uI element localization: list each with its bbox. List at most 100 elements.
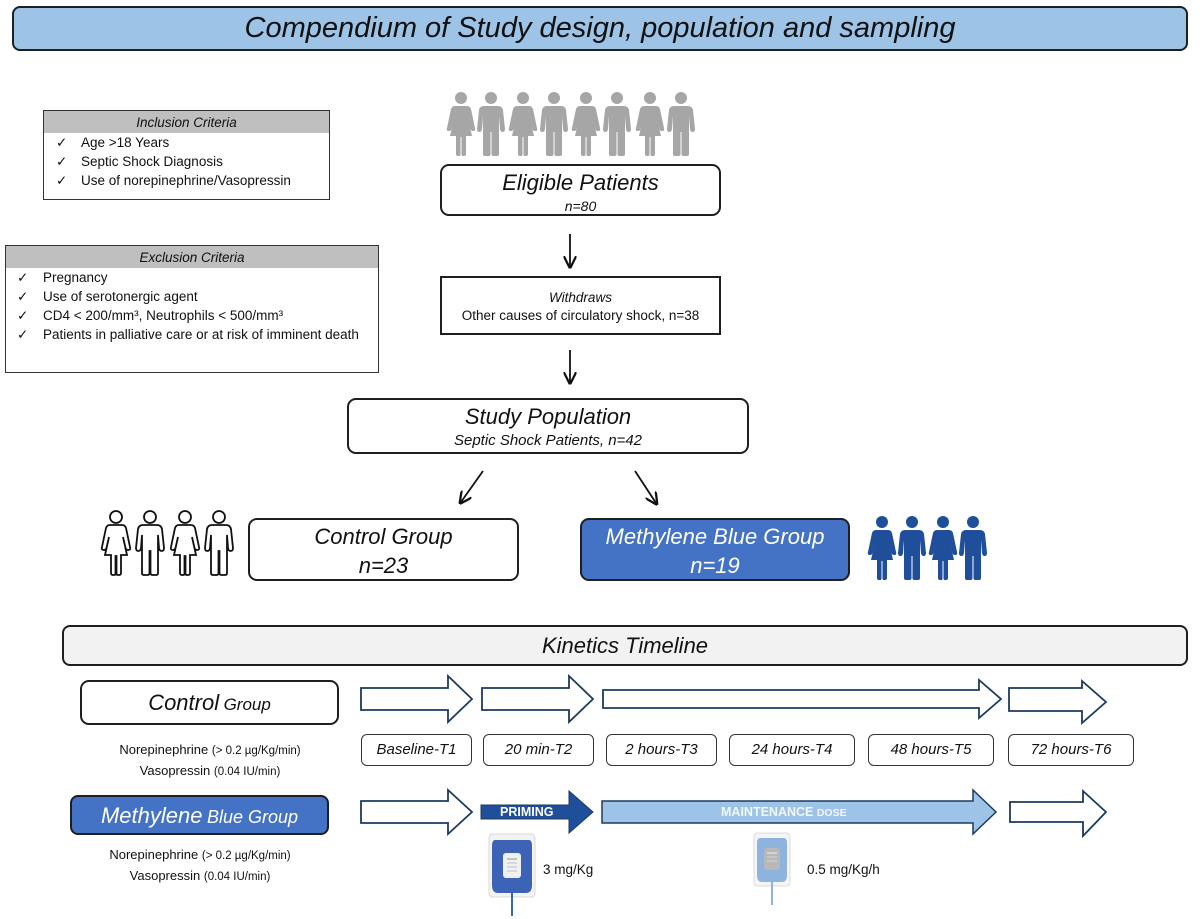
female-person-icon: [571, 92, 601, 156]
female-person-icon: [100, 510, 132, 576]
kinetics-timeline-title: Kinetics Timeline: [62, 625, 1188, 666]
check-icon: ✓: [17, 327, 29, 342]
inclusion-item-text: Use of norepinephrine/Vasopressin: [81, 173, 291, 188]
drug-dose: (> 0.2 µg/Kg/min): [201, 850, 291, 862]
male-person-icon: [204, 510, 234, 576]
timeline-methylene-group-label: Methylene Blue Group: [70, 795, 329, 835]
male-person-icon: [898, 516, 926, 580]
check-icon: ✓: [56, 173, 68, 188]
inclusion-item: ✓ Septic Shock Diagnosis: [44, 152, 329, 171]
male-person-icon: [135, 510, 165, 576]
control-group-count: n=23: [358, 553, 409, 578]
priming-label: PRIMING: [500, 805, 554, 819]
drug-line: Norepinephrine (> 0.2 µg/Kg/min): [60, 845, 340, 866]
eligible-patients-box: Eligible Patients n=80: [440, 164, 721, 216]
exclusion-item-text: Pregnancy: [43, 270, 108, 285]
eligible-patients-count: n=80: [564, 198, 597, 214]
inclusion-item-text: Septic Shock Diagnosis: [81, 154, 223, 169]
drug-line: Norepinephrine (> 0.2 µg/Kg/min): [70, 740, 350, 761]
withdraws-box: Withdraws Other causes of circulatory sh…: [440, 276, 721, 335]
drug-line: Vasopressin (0.04 IU/min): [60, 866, 340, 887]
study-population-title: Study Population: [464, 404, 632, 429]
inclusion-item-text: Age >18 Years: [81, 135, 170, 150]
label-sub: Group: [223, 695, 271, 714]
inclusion-item: ✓ Age >18 Years: [44, 133, 329, 152]
methylene-blue-group-box: Methylene Blue Group n=19: [580, 518, 850, 581]
timepoint-label: 20 min-T2: [483, 734, 594, 766]
maintenance-arrow: [601, 788, 998, 836]
inclusion-item: ✓ Use of norepinephrine/Vasopressin: [44, 171, 329, 190]
timeline-arrow: [481, 673, 595, 725]
timeline-arrow: [360, 787, 474, 837]
timepoint-label: 2 hours-T3: [606, 734, 717, 766]
male-person-icon: [603, 92, 631, 156]
female-person-icon: [635, 92, 665, 156]
female-person-icon: [169, 510, 201, 576]
control-group-title: Control Group: [314, 524, 453, 549]
timepoint-label: 48 hours-T5: [868, 734, 994, 766]
drug-name: Vasopressin: [129, 868, 201, 883]
study-population-detail: Septic Shock Patients, n=42: [453, 432, 643, 449]
exclusion-item: ✓ Patients in palliative care or at risk …: [6, 325, 378, 344]
drug-name: Norepinephrine: [109, 847, 199, 862]
priming-dose: 3 mg/Kg: [543, 862, 594, 877]
male-person-icon: [959, 516, 987, 580]
timeline-arrow: [602, 678, 1003, 720]
exclusion-item-text: CD4 < 200/mm³, Neutrophils < 500/mm³: [43, 308, 284, 323]
withdraws-detail: Other causes of circulatory shock, n=38: [461, 308, 700, 323]
drug-dose: (0.04 IU/min): [213, 766, 281, 778]
male-person-icon: [540, 92, 568, 156]
female-person-icon: [867, 516, 897, 580]
timepoint-label: 24 hours-T4: [729, 734, 855, 766]
flow-arrow-to-methylene: [634, 470, 656, 503]
exclusion-criteria-title: Exclusion Criteria: [6, 246, 378, 268]
timeline-arrow: [1009, 788, 1108, 839]
withdraws-title: Withdraws: [549, 290, 612, 305]
priming-arrow: [480, 789, 594, 835]
exclusion-item: ✓ Pregnancy: [6, 268, 378, 287]
page-title: Compendium of Study design, population a…: [12, 6, 1188, 51]
check-icon: ✓: [17, 289, 29, 304]
timeline-arrow: [1008, 679, 1108, 725]
inclusion-criteria-box: Inclusion Criteria ✓ Age >18 Years ✓ Septi…: [43, 110, 330, 200]
maintenance-dose: 0.5 mg/Kg/h: [807, 862, 880, 877]
female-person-icon: [928, 516, 958, 580]
iv-bag-icon: [753, 832, 791, 905]
iv-bag-icon: [488, 833, 536, 916]
maintenance-label-main: MAINTENANCE: [721, 805, 814, 819]
label-main: Control: [148, 690, 220, 715]
exclusion-item: ✓ Use of serotonergic agent: [6, 287, 378, 306]
drug-name: Vasopressin: [139, 763, 211, 778]
exclusion-item-text: Patients in palliative care or at risk o…: [43, 327, 359, 342]
people-group-outline-icon: [100, 510, 234, 576]
maintenance-label-sub: DOSE: [816, 807, 847, 819]
timepoint-label: Baseline-T1: [361, 734, 472, 766]
check-icon: ✓: [56, 135, 68, 150]
male-person-icon: [667, 92, 695, 156]
drug-line: Vasopressin (0.04 IU/min): [70, 761, 350, 782]
exclusion-item-text: Use of serotonergic agent: [43, 289, 198, 304]
methylene-blue-group-title: Methylene Blue Group: [605, 524, 825, 549]
exclusion-item: ✓ CD4 < 200/mm³, Neutrophils < 500/mm³: [6, 306, 378, 325]
control-group-box: Control Group n=23: [248, 518, 519, 581]
male-person-icon: [477, 92, 505, 156]
female-person-icon: [446, 92, 476, 156]
female-person-icon: [508, 92, 538, 156]
timeline-control-group-label: Control Group: [80, 680, 339, 725]
timeline-arrow: [360, 673, 474, 725]
inclusion-criteria-title: Inclusion Criteria: [44, 111, 329, 133]
study-population-box: Study Population Septic Shock Patients, …: [347, 398, 749, 454]
drug-dose: (0.04 IU/min): [203, 871, 271, 883]
exclusion-criteria-box: Exclusion Criteria ✓ Pregnancy ✓ Use of se…: [5, 245, 379, 373]
maintenance-label: MAINTENANCE DOSE: [721, 804, 847, 821]
eligible-patients-title: Eligible Patients: [502, 170, 659, 195]
flow-arrow-to-control: [461, 470, 484, 502]
control-drug-doses: Norepinephrine (> 0.2 µg/Kg/min) Vasopre…: [70, 740, 350, 782]
check-icon: ✓: [17, 308, 29, 323]
drug-name: Norepinephrine: [119, 742, 209, 757]
check-icon: ✓: [17, 270, 29, 285]
check-icon: ✓: [56, 154, 68, 169]
timepoint-label: 72 hours-T6: [1008, 734, 1134, 766]
label-main: Methylene: [100, 803, 203, 828]
